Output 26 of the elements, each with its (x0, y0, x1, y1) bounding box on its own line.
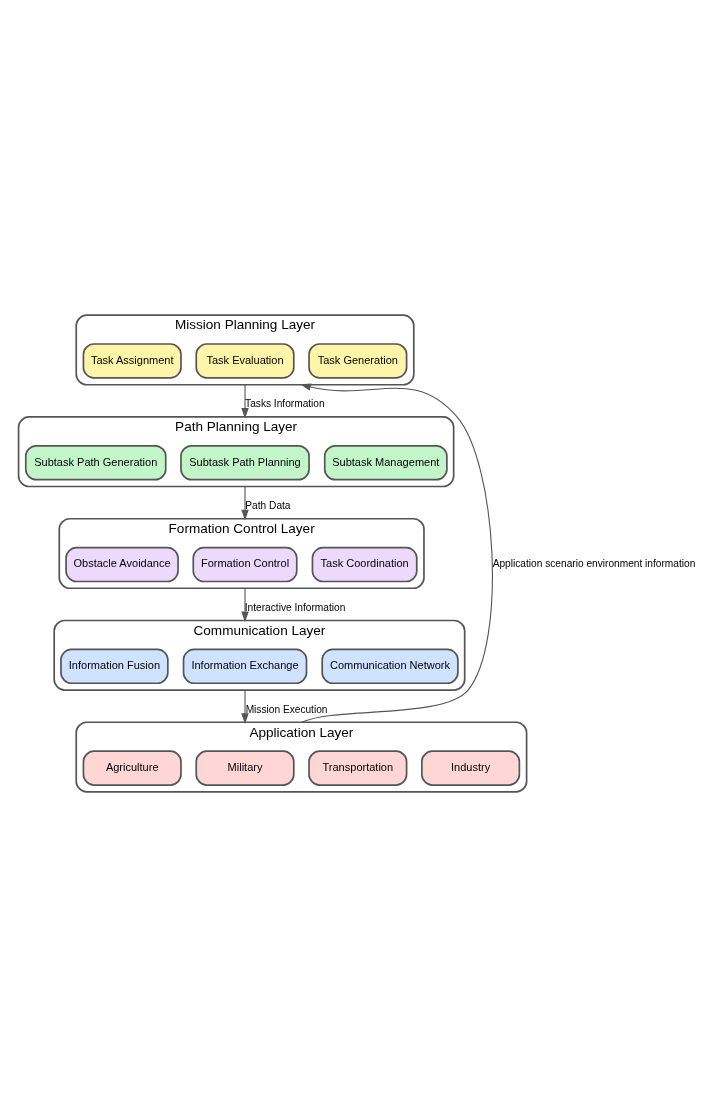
node-box: Information Fusion (60, 648, 169, 684)
arrow (300, 382, 493, 723)
node-box: Subtask Management (323, 444, 448, 481)
edge-label: Path Data (245, 499, 291, 511)
node-box: Industry (421, 749, 521, 786)
node-box: Formation Control (192, 546, 298, 582)
node-box: Task Generation (308, 342, 408, 379)
arrow (241, 689, 249, 724)
edge-label: Interactive Information (244, 601, 346, 613)
node-box: Information Exchange (182, 648, 308, 684)
edge-label: Application scenario environment information (492, 557, 696, 569)
node-box: Subtask Path Generation (24, 444, 167, 481)
node-box: Transportation (308, 749, 408, 786)
edge-label: Mission Execution (245, 703, 328, 715)
edge-label: Tasks Information (245, 397, 325, 409)
node-box: Communication Network (321, 648, 459, 684)
arrow (241, 485, 249, 520)
node-box: Task Assignment (82, 342, 182, 379)
node-box: Military (195, 749, 295, 786)
node-box: Task Evaluation (195, 342, 295, 379)
node-box: Agriculture (82, 749, 182, 786)
node-box: Subtask Path Planning (180, 444, 310, 481)
node-box: Obstacle Avoidance (65, 546, 179, 582)
arrow (241, 383, 249, 419)
arrow (241, 587, 249, 622)
node-box: Task Coordination (311, 546, 418, 582)
